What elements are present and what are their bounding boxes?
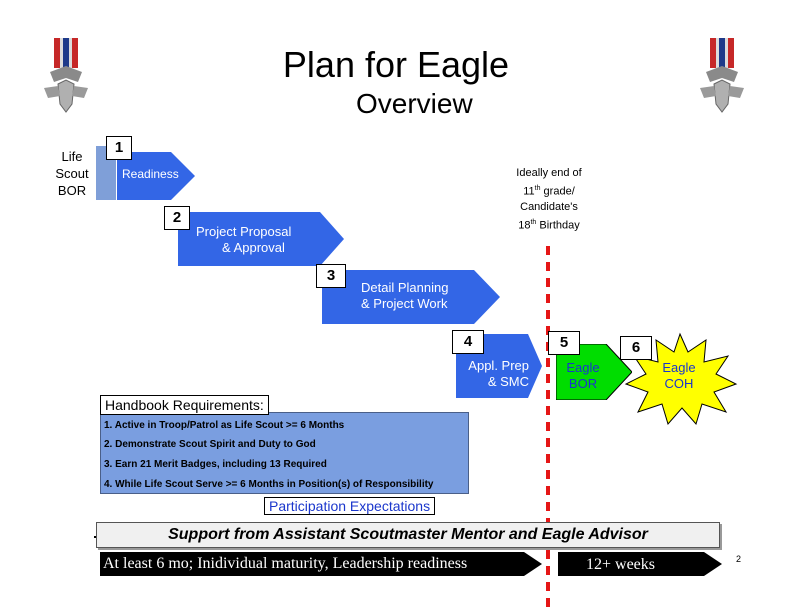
requirement-item: 3. Earn 21 Merit Badges, including 13 Re…: [104, 459, 327, 470]
eagle-medal-icon-left: [44, 38, 88, 113]
ideal-note-line2: 11th grade/: [523, 185, 575, 198]
step-5-label: Eagle BOR: [566, 360, 600, 391]
bottom-right-text: 12+ weeks: [586, 556, 656, 573]
step-1-label: Readiness: [122, 167, 179, 181]
requirements-box: [100, 412, 469, 494]
ideal-timing-note: Ideally end of 11th grade/ Candidate's 1…: [484, 166, 614, 233]
milestone-dashed-line: [546, 246, 550, 612]
ideal-note-line3: Candidate's: [520, 200, 578, 213]
bottom-right-arrow: [558, 552, 722, 576]
life-scout-bor-label: Life Scout BOR: [55, 149, 89, 198]
step-1-arrow: [117, 152, 195, 200]
page-title: Plan for Eagle: [282, 44, 510, 85]
ideal-note-line1: Ideally end of: [516, 167, 582, 179]
step-2-number: 2: [164, 206, 190, 230]
page-number: 2: [736, 554, 742, 564]
support-banner: Support from Assistant Scoutmaster Mento…: [96, 522, 720, 548]
ideal-note-line4: 18th Birthday: [518, 218, 580, 232]
step-5-number: 5: [548, 331, 580, 355]
step-2-label: Project Proposal & Approval: [196, 224, 292, 255]
page-subtitle: Overview: [356, 88, 473, 119]
step-1-number: 1: [106, 136, 132, 160]
step-3-label: Detail Planning & Project Work: [361, 280, 449, 311]
step-2-arrow: [178, 212, 344, 266]
step-5-arrow: [556, 344, 632, 400]
bottom-left-text: At least 6 mo; Inidividual maturity, Lea…: [103, 555, 468, 572]
handbook-heading: Handbook Requirements:: [100, 395, 269, 415]
participation-expectations-label: Participation Expectations: [264, 497, 436, 515]
requirement-item: 4. While Life Scout Serve >= 6 Months in…: [104, 479, 434, 490]
requirement-item: 1. Active in Troop/Patrol as Life Scout …: [104, 420, 345, 431]
step-3-arrow: [322, 270, 500, 324]
eagle-medal-icon-right: [700, 38, 744, 113]
step-6-label: Eagle COH: [662, 360, 696, 391]
step-4-number: 4: [452, 330, 484, 354]
step-6-number: 6: [620, 336, 652, 360]
requirement-item: 2. Demonstrate Scout Spirit and Duty to …: [104, 439, 316, 450]
step-4-label: Appl. Prep & SMC: [468, 358, 529, 389]
bottom-left-arrow: [100, 552, 542, 576]
bullet-dot: [94, 536, 96, 538]
step-3-number: 3: [316, 264, 346, 288]
